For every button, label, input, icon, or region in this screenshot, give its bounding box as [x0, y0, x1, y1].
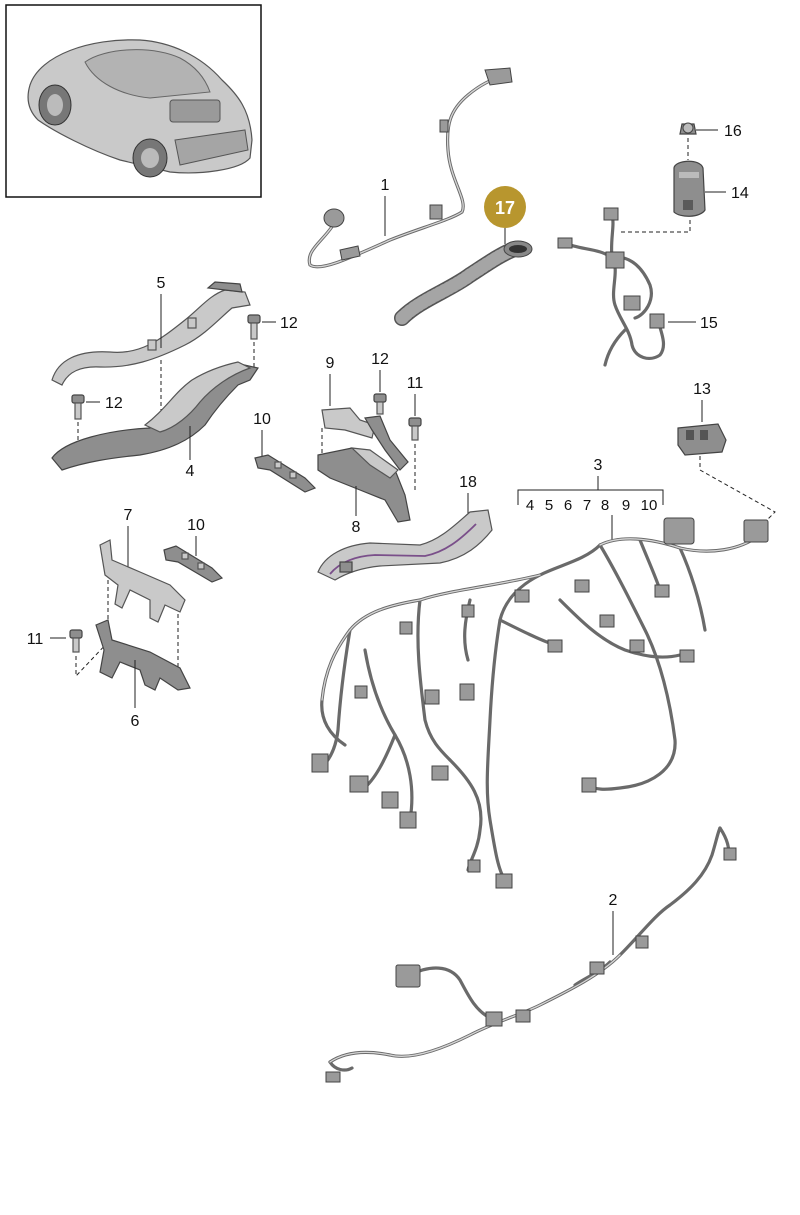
part-6-bracket[interactable] [95, 619, 191, 691]
part-10-clip-a[interactable] [254, 454, 317, 493]
part-5-bracket[interactable] [51, 281, 251, 386]
vehicle-thumbnail [5, 4, 262, 198]
callout-11b-label: 11 [27, 631, 44, 648]
part-17-protective-sleeve[interactable] [394, 240, 533, 326]
callout-3: 3 4 5 6 7 8 9 10 [517, 457, 664, 540]
car-thumbnail-icon [27, 39, 253, 178]
part-7-bracket[interactable] [99, 539, 186, 623]
callout-18-label: 18 [459, 474, 477, 491]
callout-7: 7 [124, 507, 133, 572]
part-12-bolt-b[interactable] [71, 394, 85, 420]
part-16-clip[interactable] [679, 122, 697, 135]
part-18-cable-bracket[interactable] [317, 509, 493, 581]
callout-3-sub-5: 5 [545, 497, 553, 514]
callout-7-label: 7 [124, 507, 133, 524]
part-14-connector-housing[interactable] [673, 160, 706, 217]
callout-9: 9 [326, 355, 335, 406]
callout-15-label: 15 [700, 315, 718, 332]
callout-17-label: 17 [495, 198, 515, 218]
callout-8: 8 [352, 486, 361, 536]
callout-4: 4 [186, 426, 195, 480]
callout-3-sub-8: 8 [601, 497, 609, 514]
callout-3-sub-4: 4 [526, 497, 534, 514]
part-11-bolt-b[interactable] [69, 629, 83, 653]
callout-17: 17 [484, 186, 526, 244]
callout-6: 6 [131, 660, 140, 730]
part-2-wiring-harness[interactable] [325, 826, 737, 1083]
callout-5: 5 [157, 275, 166, 348]
callout-1: 1 [381, 177, 390, 236]
callout-12b: 12 [86, 395, 123, 412]
callout-4-label: 4 [186, 463, 195, 480]
callout-5-label: 5 [157, 275, 166, 292]
callout-3-sub-9: 9 [622, 497, 630, 514]
dash-14-15 [620, 220, 691, 233]
callout-12a-label: 12 [280, 315, 298, 332]
part-12-bolt-a[interactable] [247, 314, 261, 340]
callout-15: 15 [668, 315, 718, 332]
dash-13 [699, 456, 776, 523]
callout-8-label: 8 [352, 519, 361, 536]
callout-3-label: 3 [594, 457, 603, 474]
part-12-bolt-c[interactable] [373, 393, 387, 415]
callout-12c-label: 12 [371, 351, 389, 368]
callout-2: 2 [609, 892, 618, 955]
callout-10b-label: 10 [187, 517, 205, 534]
callout-12a: 12 [262, 315, 298, 332]
part-3-main-wiring-harness[interactable] [311, 517, 769, 889]
callout-2-label: 2 [609, 892, 618, 909]
part-8-bracket[interactable] [317, 447, 411, 523]
callout-6-label: 6 [131, 713, 140, 730]
callout-11a-label: 11 [407, 375, 424, 392]
callout-9-label: 9 [326, 355, 335, 372]
part-1-wiring-harness[interactable] [307, 67, 513, 269]
callout-16: 16 [696, 123, 742, 140]
callout-14: 14 [705, 185, 749, 202]
part-15-wiring-harness[interactable] [557, 207, 666, 367]
callout-10a: 10 [253, 411, 271, 456]
part-4-cable-duct[interactable] [51, 361, 259, 471]
callout-11a: 11 [407, 375, 424, 416]
callout-3-sub-7: 7 [583, 497, 591, 514]
callout-16-label: 16 [724, 123, 742, 140]
callout-10b: 10 [187, 517, 205, 556]
part-9-bracket[interactable] [321, 407, 409, 471]
callout-11b: 11 [27, 631, 66, 648]
part-13-control-unit[interactable] [677, 423, 727, 456]
callout-12c: 12 [371, 351, 389, 392]
callout-1-label: 1 [381, 177, 390, 194]
callout-3-sub-6: 6 [564, 497, 572, 514]
callout-13: 13 [693, 381, 711, 422]
part-10-clip-b[interactable] [163, 545, 224, 583]
callout-10a-label: 10 [253, 411, 271, 428]
callout-14-label: 14 [731, 185, 749, 202]
highlight-badge [484, 186, 526, 228]
callout-12b-label: 12 [105, 395, 123, 412]
callout-13-label: 13 [693, 381, 711, 398]
callout-3-sub-10: 10 [641, 497, 658, 514]
part-11-bolt-a[interactable] [408, 417, 422, 441]
